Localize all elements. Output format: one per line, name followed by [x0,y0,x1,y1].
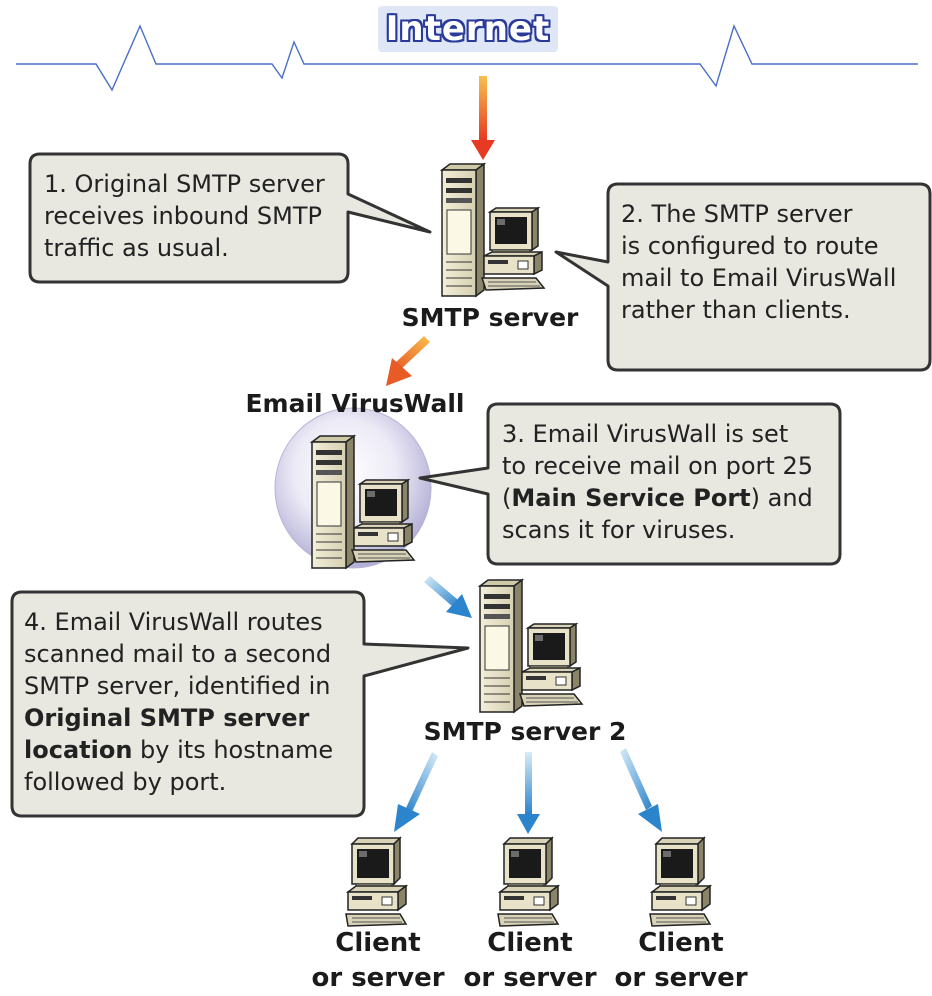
arrow-internet-to-smtp [471,76,495,160]
callout-1-bubble [28,152,432,284]
smtp-server-2-label: SMTP server 2 [423,717,627,746]
callout-4-text: 4. Email VirusWall routes scanned mail t… [24,606,333,798]
main-service-port-term: Main Service Port [511,484,751,512]
internet-badge [378,6,558,52]
arrow-smtp2-to-client-3 [620,748,662,832]
callout-1-line: receives inbound SMTP [44,202,322,230]
location-term: location [24,736,133,764]
callout-1-text: 1. Original SMTP server receives inbound… [44,168,325,264]
arrow-smtp2-to-client-1 [394,752,438,832]
client-3-icon [649,837,711,927]
callout-4-line-rest: by its hostname [132,736,334,764]
callout-2-line: rather than clients. [621,296,851,324]
smtp-server-icon [441,163,545,297]
callout-1-line: traffic as usual. [44,234,229,262]
original-smtp-server-term: Original SMTP server [24,704,310,732]
callout-2-line: 2. The SMTP server [621,200,853,228]
arrow-smtp2-to-client-2 [517,752,540,834]
client-label-line: Client [487,928,573,958]
client-label-line: Client [638,928,724,958]
arrow-viruswall-to-smtp2 [424,576,472,618]
client-label-2: Client or server [455,926,605,996]
client-label-3: Client or server [606,926,756,996]
internet-line [16,24,918,92]
callout-4-line: scanned mail to a second [24,640,332,668]
callout-2-text: 2. The SMTP server is configured to rout… [621,198,896,326]
callout-2-line: mail to Email VirusWall [621,264,897,292]
callout-3-text: 3. Email VirusWall is set to receive mai… [502,418,813,546]
arrow-smtp-to-viruswall [386,336,430,386]
client-label-line: or server [463,963,597,993]
callout-3-line: scans it for viruses. [502,516,736,544]
callout-4-line: location by its hostname [24,734,333,766]
client-label-line: or server [311,963,445,993]
client-2-icon [497,837,559,927]
client-label-line: or server [614,963,748,993]
callout-4-line: SMTP server, identified in [24,672,331,700]
callout-2-line: is configured to route [621,232,879,260]
callout-3-line: to receive mail on port 25 [502,452,813,480]
paren-open: ( [502,484,512,512]
client-label-line: Client [335,928,421,958]
callout-4-line: followed by port. [24,768,227,796]
callout-4-line: 4. Email VirusWall routes [24,608,323,636]
smtp-server-2-icon [479,579,583,713]
callout-2-bubble [554,182,932,372]
callout-1-line: 1. Original SMTP server [44,170,325,198]
client-1-icon [345,837,407,927]
client-label-1: Client or server [303,926,453,996]
smtp-server-label: SMTP server [401,303,579,332]
email-viruswall-label: Email VirusWall [245,389,465,418]
callout-3-line: (Main Service Port) and [502,482,813,514]
callout-3-bubble [418,402,842,566]
callout-3-line: 3. Email VirusWall is set [502,420,789,448]
internet-title: Internet [385,9,551,49]
callout-4-bubble [10,590,470,818]
callout-4-line: Original SMTP server [24,702,333,734]
callout-3-line-rest: ) and [750,484,813,512]
